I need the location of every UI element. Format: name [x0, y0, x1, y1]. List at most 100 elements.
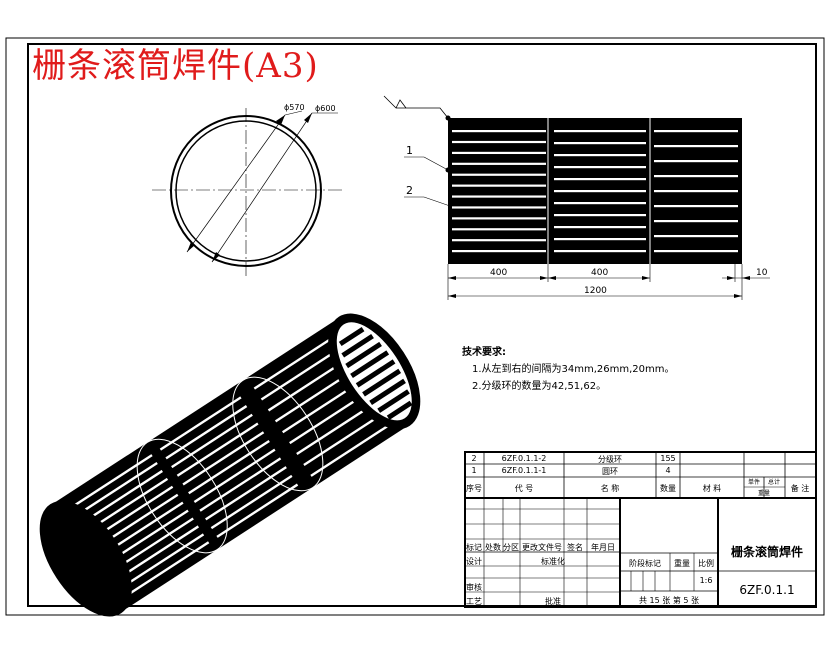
leader-2: 2 [406, 184, 413, 197]
iso-grate-slot [267, 359, 347, 412]
tb-drawing-no: 6ZF.0.1.1 [739, 583, 795, 597]
grate-slot [654, 175, 738, 178]
technical-requirements: 技术要求: 1.从左到右的间隔为34mm,26mm,20mm。 2.分级环的数量… [462, 344, 675, 395]
tb-approve: 批准 [545, 597, 561, 606]
grate-slot [452, 206, 546, 209]
iso-end-bar [377, 389, 410, 413]
drawing-title: 栅条滚筒焊件(A3) [32, 46, 319, 86]
iso-end-bar [345, 341, 382, 369]
bom-header-no: 序号 [466, 484, 482, 493]
inner-border [27, 43, 817, 607]
dim-len-b: 400 [591, 268, 608, 278]
tb-review: 审核 [466, 583, 482, 592]
grate-slot [452, 162, 546, 165]
grate-slot [554, 178, 646, 181]
grate-slot [654, 160, 738, 163]
tb-design: 设计 [466, 557, 482, 566]
iso-end-bar [355, 359, 396, 388]
grate-slot [452, 140, 546, 144]
outer-ring [170, 115, 322, 267]
iso-grate-slot [159, 396, 242, 451]
iso-grate-slot [124, 541, 210, 598]
grate-slots [452, 130, 738, 253]
tb-sheets: 共 15 张 第 5 张 [639, 596, 699, 605]
tb-mark: 标记 [466, 543, 482, 552]
iso-grate-slot [113, 525, 200, 582]
leader-1: 1 [406, 144, 413, 157]
tb-signature: 签名 [567, 543, 583, 552]
tb-scale: 1:6 [699, 576, 713, 585]
end-view: ϕ570 ϕ600 [152, 103, 342, 276]
grate-slot [654, 220, 738, 223]
iso-grate-slot [193, 448, 276, 503]
grate-slot [452, 195, 546, 198]
grate-slot [654, 250, 738, 253]
bom-row-code: 6ZF.0.1.1-2 [501, 454, 547, 463]
iso-grate-slot [310, 424, 389, 477]
grate-slot [654, 205, 738, 208]
iso-grate-slot [216, 483, 299, 538]
tb-scale-label: 比例 [698, 559, 714, 568]
iso-grate-slot [72, 461, 158, 519]
iso-grate-slot [165, 405, 248, 460]
isometric-view [39, 313, 421, 617]
iso-grate-slot [205, 466, 287, 521]
iso-end-bar [350, 350, 390, 379]
bom-header-qty: 数量 [660, 484, 676, 493]
iso-grate-slot [77, 469, 163, 527]
tb-date: 年月日 [591, 543, 615, 552]
iso-grate-slot [210, 474, 293, 530]
tb-weight: 重量 [674, 559, 690, 568]
grate-slot [452, 130, 546, 133]
dim-dia-inner: ϕ570 [284, 103, 305, 112]
bom-header-remark: 备 注 [790, 484, 810, 493]
iso-grate-slot [274, 370, 354, 423]
tb-change-doc: 更改文件号 [522, 543, 562, 552]
dim-len-a: 400 [490, 268, 507, 278]
grate-slot [452, 151, 546, 155]
tb-process: 工艺 [466, 597, 482, 606]
iso-end-bar [369, 378, 406, 405]
grate-slot [554, 238, 646, 241]
tech-item-2: 2.分级环的数量为42,51,62。 [472, 381, 607, 392]
iso-grate-slot [281, 381, 361, 434]
iso-end-bar [386, 400, 413, 420]
grate-slot [554, 226, 646, 229]
bom-row-no: 2 [471, 454, 477, 463]
tb-stage-mark: 阶段标记 [629, 559, 661, 568]
grate-slot [452, 217, 546, 220]
side-view: 1 2 400 400 1200 10 [383, 95, 770, 300]
iso-grate-slot [199, 457, 282, 512]
iso-grate-slot [296, 402, 375, 456]
bom-row-qty: 155 [660, 454, 676, 463]
iso-grate-slot [98, 501, 184, 559]
iso-grate-slot [67, 454, 153, 511]
iso-grate-slot [176, 422, 259, 477]
bom-header-total: 总计 [767, 479, 781, 486]
bom-header-material: 材 料 [702, 484, 722, 493]
iso-end-bar [338, 327, 365, 347]
grate-slot [554, 154, 646, 157]
title-block [464, 451, 817, 608]
grate-slot [452, 228, 546, 231]
dim-dia-outer: ϕ600 [315, 104, 336, 113]
tech-item-1: 1.从左到右的间隔为34mm,26mm,20mm。 [472, 364, 675, 375]
grate-slot [554, 142, 646, 145]
tb-zone: 分区 [503, 543, 519, 552]
inner-ring [175, 120, 317, 262]
iso-grate-slot [103, 509, 189, 567]
bom-row-code: 6ZF.0.1.1-1 [501, 466, 547, 475]
iso-grate-slot [108, 517, 194, 574]
bom-row-qty: 4 [665, 466, 671, 475]
iso-grate-slot [93, 493, 179, 551]
tb-count: 处数 [485, 543, 501, 552]
bom-header-code: 代 号 [514, 484, 534, 493]
bom-row-no: 1 [471, 466, 477, 475]
grate-slot [554, 130, 646, 133]
dim-len-end: 10 [756, 268, 768, 278]
iso-grate-slot [88, 485, 174, 543]
iso-end-bar [362, 368, 402, 397]
grate-slot [654, 145, 738, 148]
